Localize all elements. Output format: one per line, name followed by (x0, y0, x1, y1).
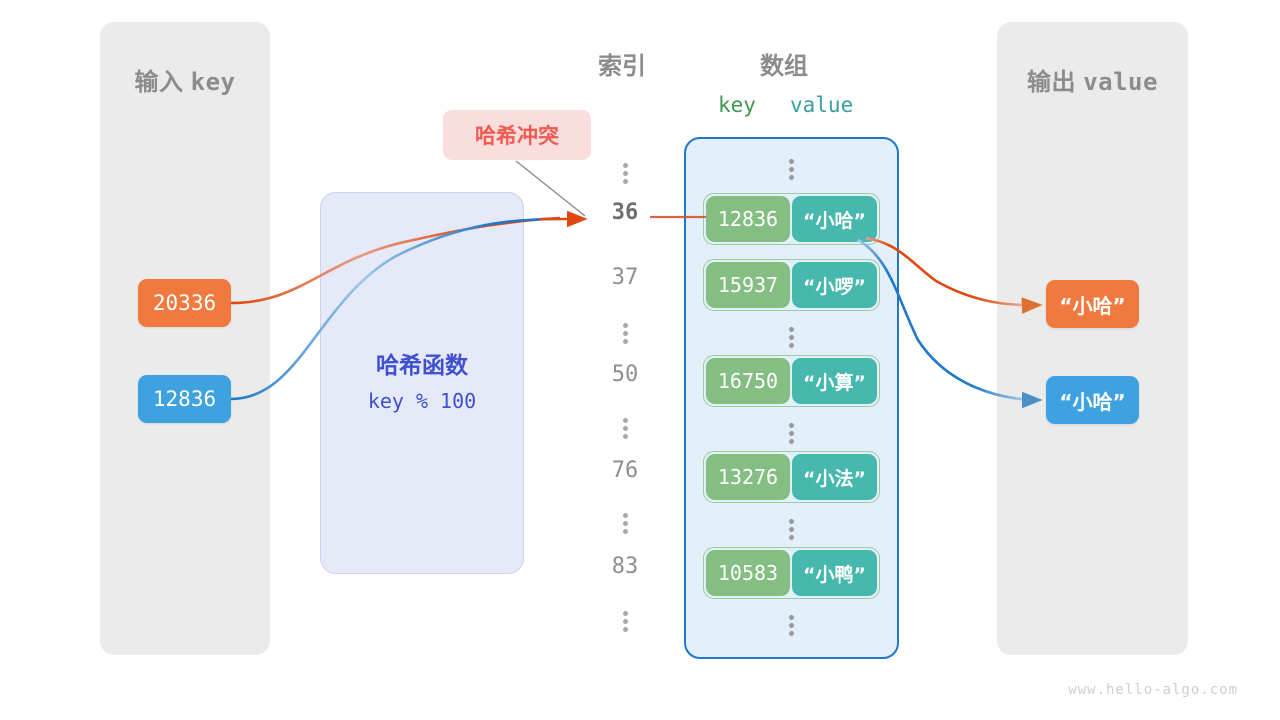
output-panel-title-cjk: 输出 (1027, 69, 1077, 96)
vertical-ellipsis (585, 415, 665, 442)
index-column: 36 37 50 76 83 (585, 140, 665, 640)
hash-function-title: 哈希函数 (376, 353, 468, 379)
bucket-value-cell: “小哈” (792, 196, 877, 242)
vertical-ellipsis (585, 608, 665, 635)
vertical-ellipsis (585, 510, 665, 537)
bucket-value-cell: “小鸭” (792, 550, 877, 596)
bucket-value-cell: “小法” (792, 454, 877, 500)
hash-function-box: 哈希函数 key % 100 (320, 192, 524, 574)
output-value-pill-0: “小哈” (1046, 280, 1139, 328)
watermark: www.hello-algo.com (1068, 682, 1238, 698)
bucket-row: 16750“小算” (703, 355, 880, 407)
bucket-row: 10583“小鸭” (703, 547, 880, 599)
vertical-ellipsis (686, 420, 897, 447)
index-label-76: 76 (611, 458, 639, 483)
output-value-pill-1: “小哈” (1046, 376, 1139, 424)
hash-function-expression: key % 100 (367, 389, 477, 413)
collision-leader-line (515, 160, 586, 217)
input-panel-title-mono: key (190, 68, 236, 96)
bucket-value-cell: “小啰” (792, 262, 877, 308)
input-key-pill-1: 12836 (138, 375, 231, 423)
bucket-key-cell: 15937 (706, 262, 790, 308)
vertical-ellipsis (686, 324, 897, 351)
input-panel-title: 输入 key (100, 62, 270, 97)
bucket-row: 12836“小哈” (703, 193, 880, 245)
output-value-panel: 输出 value (997, 22, 1188, 655)
bucket-row: 13276“小法” (703, 451, 880, 503)
index-label-83: 83 (611, 554, 639, 579)
index-column-heading: 索引 (598, 52, 646, 80)
bucket-row: 15937“小啰” (703, 259, 880, 311)
input-panel-title-cjk: 输入 (134, 69, 184, 96)
output-panel-title-mono: value (1083, 68, 1158, 96)
vertical-ellipsis (686, 156, 897, 183)
vertical-ellipsis (686, 612, 897, 639)
bucket-key-cell: 16750 (706, 358, 790, 404)
index-label-37: 37 (611, 265, 639, 290)
bucket-key-cell: 13276 (706, 454, 790, 500)
vertical-ellipsis (686, 516, 897, 543)
array-container: 12836“小哈”15937“小啰”16750“小算”13276“小法”1058… (684, 137, 899, 659)
index-label-50: 50 (611, 362, 639, 387)
vertical-ellipsis (585, 320, 665, 347)
bucket-value-cell: “小算” (792, 358, 877, 404)
hash-collision-callout: 哈希冲突 (443, 110, 591, 160)
index-label-36: 36 (611, 200, 639, 225)
bucket-key-cell: 10583 (706, 550, 790, 596)
output-panel-title: 输出 value (997, 62, 1188, 97)
value-sub-heading: value (790, 93, 854, 117)
input-key-panel: 输入 key (100, 22, 270, 655)
input-key-pill-0: 20336 (138, 279, 231, 327)
array-column-heading: 数组 (760, 52, 808, 80)
key-sub-heading: key (718, 93, 756, 117)
vertical-ellipsis (585, 160, 665, 187)
bucket-key-cell: 12836 (706, 196, 790, 242)
